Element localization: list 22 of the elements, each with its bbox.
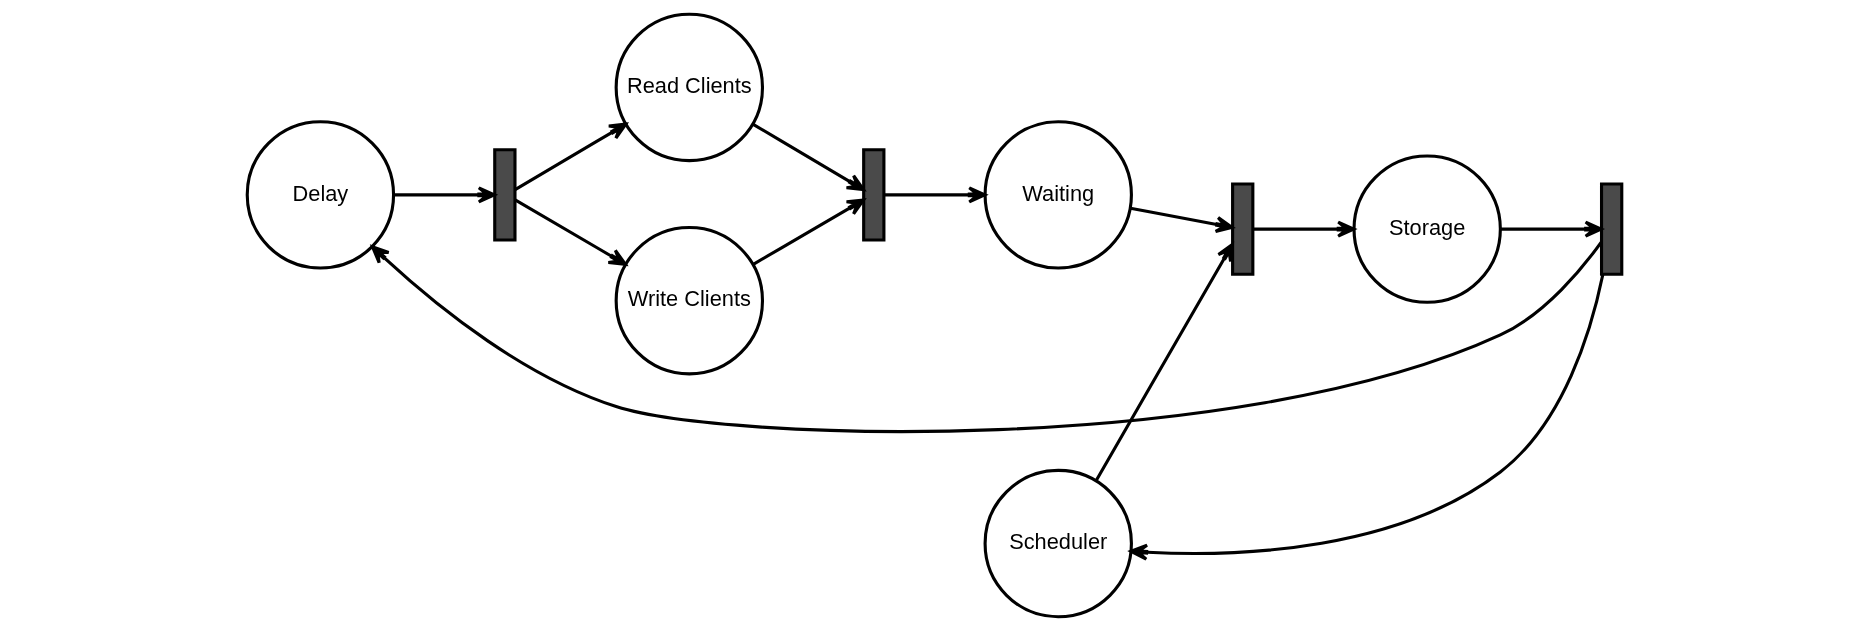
arrow	[1129, 273, 1605, 561]
node-circle: Storage	[1352, 154, 1502, 304]
arrow	[1130, 206, 1234, 233]
node-circle: Waiting	[983, 120, 1133, 270]
node-bar	[1600, 182, 1624, 276]
node-bar	[1231, 182, 1255, 276]
node-circle: Delay	[245, 120, 396, 270]
arrow	[393, 186, 496, 204]
arrow	[884, 186, 987, 204]
arrow	[1500, 220, 1603, 238]
arrow	[514, 122, 628, 191]
arrow	[752, 122, 866, 192]
arrow	[371, 241, 1603, 433]
arrow	[1094, 242, 1234, 482]
node-bar	[862, 148, 886, 242]
node-circle: Read Clients	[614, 12, 765, 163]
node-bar	[493, 148, 517, 242]
node-circle: Write Clients	[614, 226, 765, 376]
arrow	[752, 198, 866, 266]
arrow	[514, 198, 627, 266]
node-circle: Scheduler	[983, 468, 1133, 619]
arrow	[1253, 220, 1356, 238]
